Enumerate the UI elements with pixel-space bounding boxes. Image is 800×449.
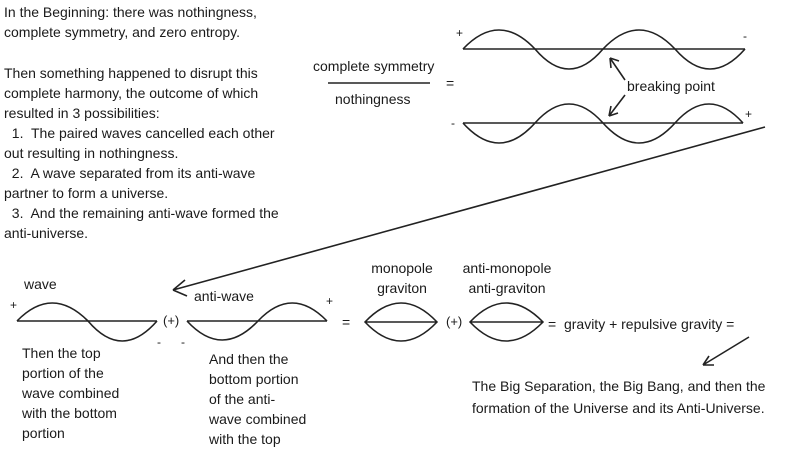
wave [16, 302, 158, 342]
combine-sign-2: (+) [446, 314, 463, 329]
wave-caption: Then the top portion of the wave combined w… [22, 343, 119, 443]
bottom-wave-end-sign: + [745, 107, 753, 121]
caption-line: bottom portion [209, 371, 299, 387]
monopole-graviton-label: monopole graviton [362, 258, 442, 298]
antiwave-plus-sign: + [326, 294, 334, 308]
fraction-denominator: nothingness [335, 91, 411, 107]
intro-line: out resulting in nothingness. [4, 145, 179, 161]
intro-line: complete symmetry, and zero entropy. [4, 24, 241, 40]
intro-paragraph-2: Then something happened to disrupt this c… [4, 63, 279, 243]
intro-line: In the Beginning: there was nothingness, [4, 4, 257, 20]
fraction-numerator: complete symmetry [313, 58, 435, 74]
breaking-point-label: breaking point [627, 78, 715, 94]
top-wave-start-sign: + [456, 26, 464, 40]
conclusion-text: The Big Separation, the Big Bang, and th… [472, 375, 765, 419]
intro-line: 2. A wave separated from its anti-wave [4, 165, 256, 181]
antimonopole-antigraviton [468, 302, 545, 342]
antiwave [186, 302, 328, 341]
caption-line: Then the top [22, 345, 101, 361]
label-line: monopole [371, 260, 433, 276]
caption-line: portion of the [22, 365, 104, 381]
caption-line: And then the [209, 351, 289, 367]
conclusion-line: formation of the Universe and its Anti-U… [472, 400, 765, 416]
big-arrow [172, 126, 766, 297]
label-line: anti-graviton [468, 280, 546, 296]
breaking-point-arrow-up [609, 57, 626, 81]
intro-line: Then something happened to disrupt this [4, 65, 258, 81]
top-wave [462, 29, 746, 70]
wave-plus-sign: + [10, 298, 18, 312]
gravity-result: = gravity + repulsive gravity = [548, 316, 735, 332]
bottom-wave [462, 103, 744, 144]
conclusion-arrow [702, 336, 750, 366]
intro-line: 3. And the remaining anti-wave formed th… [4, 205, 279, 221]
antiwave-minus-sign: - [181, 335, 185, 349]
antiwave-label: anti-wave [194, 288, 254, 304]
caption-line: wave combined [209, 411, 307, 427]
conclusion-line: The Big Separation, the Big Bang, and th… [472, 378, 766, 394]
intro-line: 1. The paired waves cancelled each other [4, 125, 275, 141]
label-line: anti-monopole [462, 260, 552, 276]
wave-label: wave [24, 276, 57, 292]
bottom-wave-start-sign: - [451, 116, 455, 130]
intro-line: partner to form a universe. [4, 185, 169, 201]
wave-minus-sign: - [157, 335, 161, 349]
caption-line: portion [22, 425, 65, 441]
intro-line: anti-universe. [4, 225, 89, 241]
combine-sign: (+) [163, 313, 180, 328]
equals-sign: = [446, 75, 455, 91]
breaking-point-arrow-down [608, 94, 626, 117]
equals-sign-2: = [342, 314, 351, 330]
caption-line: with the top [209, 431, 281, 447]
label-line: graviton [377, 280, 427, 296]
monopole-graviton [363, 302, 439, 342]
antiwave-caption: And then the bottom portion of the anti-wa… [209, 349, 306, 449]
caption-line: with the bottom [22, 405, 117, 421]
intro-line: complete harmony, the outcome of which [4, 85, 259, 101]
top-wave-end-sign: - [743, 29, 747, 43]
antimonopole-label: anti-monopole anti-graviton [452, 258, 562, 298]
caption-line: wave combined [22, 385, 120, 401]
caption-line: of the anti- [209, 391, 276, 407]
intro-line: resulted in 3 possibilities: [4, 105, 160, 121]
intro-paragraph-1: In the Beginning: there was nothingness,… [4, 2, 257, 42]
